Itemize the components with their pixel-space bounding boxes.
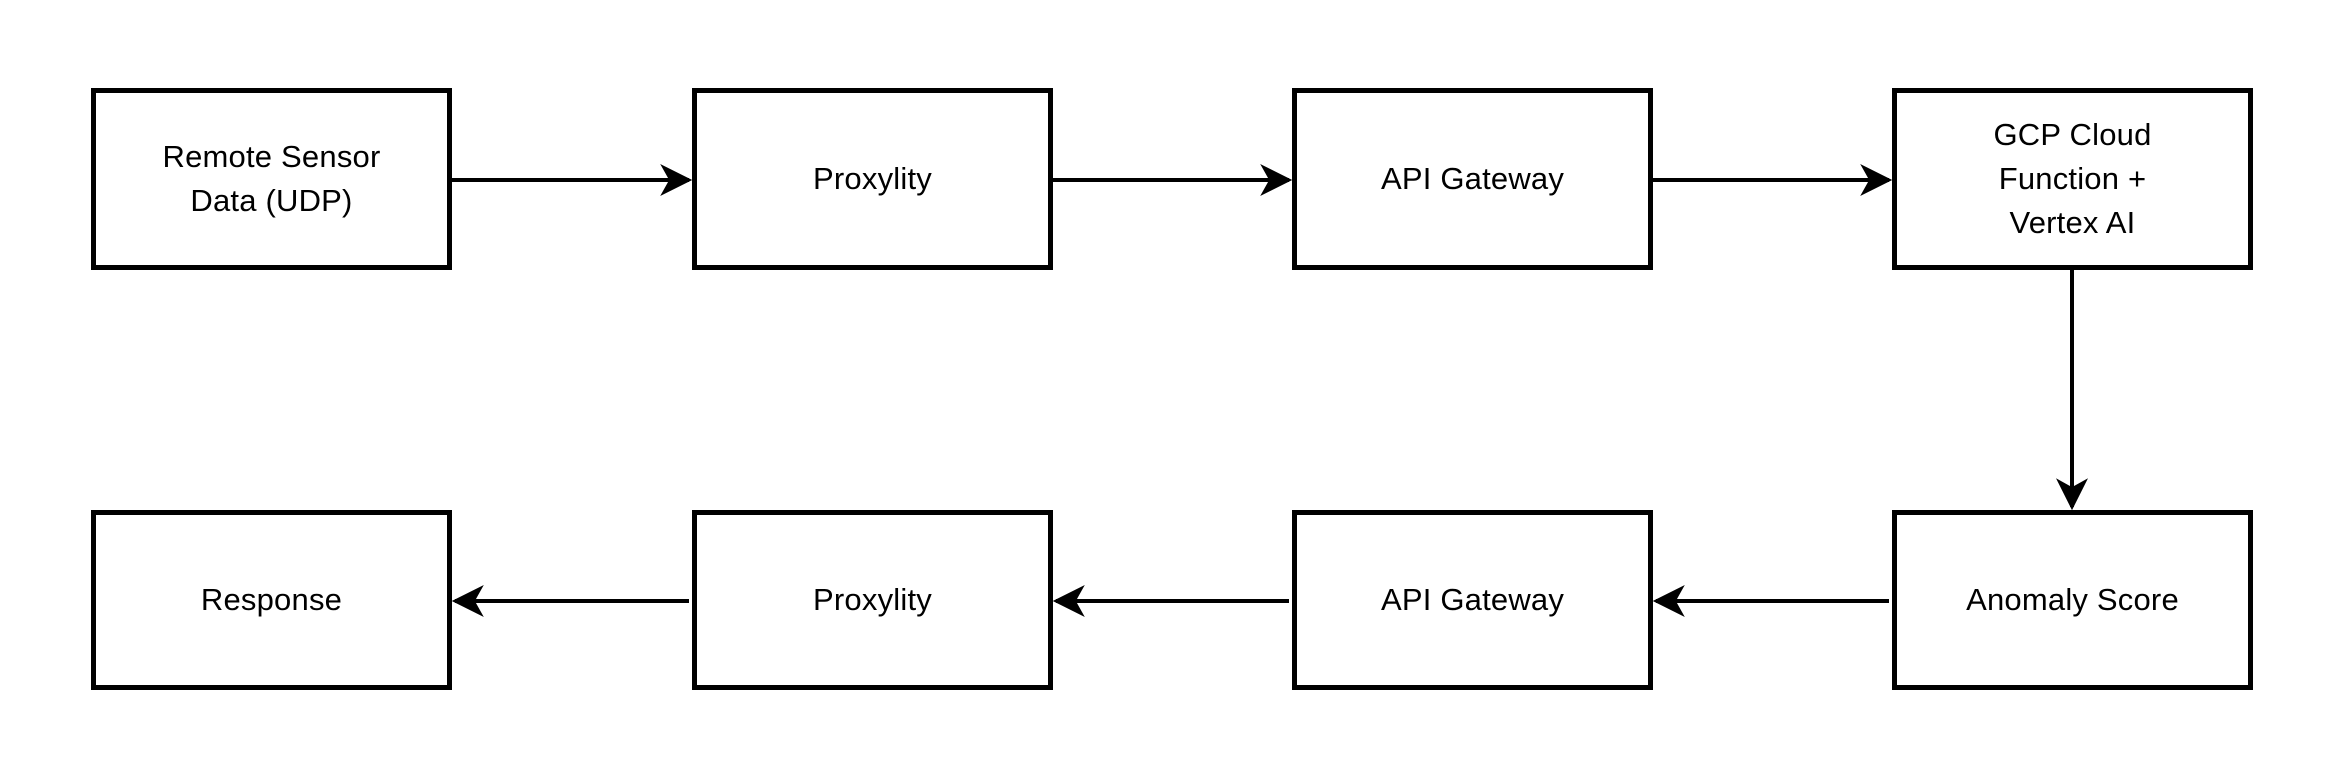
node-proxylity-request: Proxylity: [692, 88, 1053, 270]
node-gcp-cloud-function-vertex-ai-label: GCP Cloud Function + Vertex AI: [1993, 116, 2152, 240]
node-api-gateway-request-label: API Gateway: [1380, 160, 1565, 196]
node-api-gateway-response-label: API Gateway: [1380, 581, 1565, 617]
node-proxylity-request-label: Proxylity: [813, 160, 932, 196]
node-proxylity-response-label: Proxylity: [813, 581, 932, 617]
node-remote-sensor-data-label: Remote Sensor Data (UDP): [162, 138, 381, 218]
node-proxylity-response: Proxylity: [692, 510, 1053, 690]
node-anomaly-score-label: Anomaly Score: [1966, 581, 2179, 617]
node-response-label: Response: [200, 581, 343, 617]
node-api-gateway-request: API Gateway: [1292, 88, 1653, 270]
node-gcp-cloud-function-vertex-ai: GCP Cloud Function + Vertex AI: [1892, 88, 2253, 270]
node-remote-sensor-data: Remote Sensor Data (UDP): [91, 88, 452, 270]
node-anomaly-score: Anomaly Score: [1892, 510, 2253, 690]
node-api-gateway-response: API Gateway: [1292, 510, 1653, 690]
node-response: Response: [91, 510, 452, 690]
